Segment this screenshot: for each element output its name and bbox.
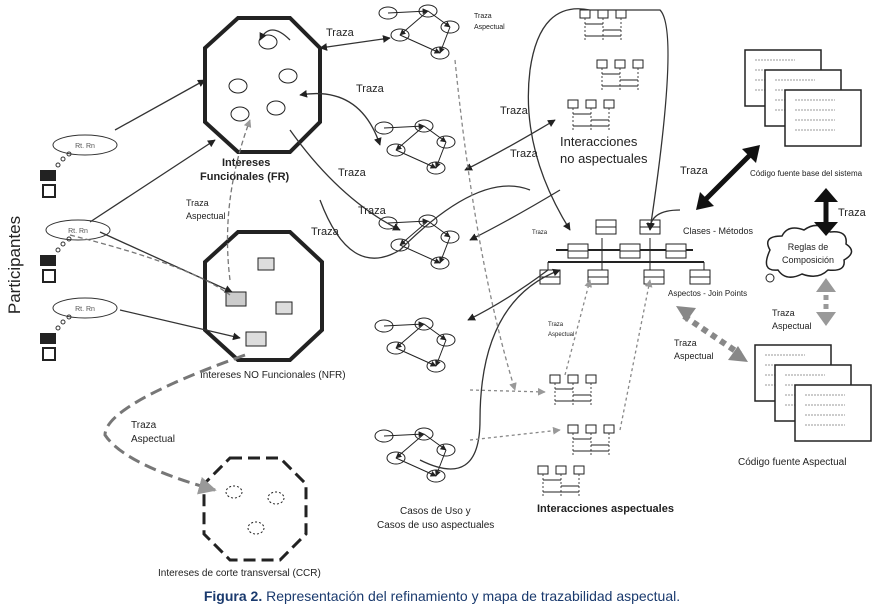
- book-icon: [40, 255, 56, 266]
- use-cases-label-1: Casos de Uso y: [400, 506, 471, 517]
- source-code-document: [744, 49, 862, 147]
- functional-use-cases: [228, 34, 298, 122]
- non-functional-interests-octagon: [203, 230, 324, 362]
- trace-label: Traza: [338, 167, 367, 179]
- use-case-cluster: [378, 214, 460, 270]
- non-aspect-interactions-label-2: no aspectuales: [560, 151, 648, 166]
- rules-label-2: Composición: [782, 255, 834, 265]
- use-case-cluster: [374, 317, 456, 373]
- book-icon: [40, 333, 56, 344]
- trace-arrows: [69, 8, 681, 495]
- thought-cloud: [52, 134, 118, 156]
- figure-caption: Figura 2. Representación del refinamient…: [0, 588, 884, 604]
- sequence-diagram: [596, 59, 644, 90]
- aspect-trace-label-1: Traza: [131, 420, 157, 431]
- nfr-label: Intereses NO Funcionales (NFR): [200, 370, 346, 381]
- aspects-label: Aspectos - Join Points: [668, 289, 747, 298]
- trace-label: Traza: [356, 83, 385, 95]
- sequence-diagram: [567, 99, 615, 130]
- sequence-diagram: [537, 465, 585, 496]
- functional-interests-octagon: [203, 16, 322, 154]
- trace-label: Traza: [838, 207, 867, 219]
- big-trace-arrows: [676, 145, 838, 362]
- trace-label: Traza: [510, 148, 539, 160]
- aspect-trace-label-2: Aspectual: [674, 351, 714, 361]
- rules-label-1: Reglas de: [788, 242, 829, 252]
- aspect-trace-label-1: Traza: [548, 322, 564, 328]
- caption-text: Representación del refinamiento y mapa d…: [262, 588, 681, 604]
- person-icon: [42, 184, 56, 198]
- composition-rules-cloud: [765, 224, 853, 278]
- participant: Rt. Rn: [40, 297, 118, 361]
- classes-label: Clases - Métodos: [683, 226, 754, 236]
- thought-cloud: [52, 297, 118, 319]
- thought-cloud: [45, 219, 111, 241]
- cloud-text: Rt. Rn: [75, 306, 95, 313]
- person-icon: [42, 347, 56, 361]
- trace-label: Traza: [311, 226, 340, 238]
- aspect-trace-label-1: Traza: [186, 198, 209, 208]
- base-code-label: Código fuente base del sistema: [750, 169, 863, 178]
- trace-label: Traza: [326, 27, 355, 39]
- ccr-label: Intereses de corte transversal (CCR): [158, 568, 321, 579]
- caption-label: Figura 2.: [203, 588, 263, 604]
- source-code-document: [754, 344, 872, 442]
- participant: Rt. Rn: [40, 134, 118, 198]
- book-icon: [40, 170, 56, 181]
- trace-label: Traza: [500, 105, 529, 117]
- fr-label-1: Intereses: [222, 157, 270, 169]
- sequence-diagram: [549, 374, 597, 405]
- cloud-text: Rt. Rn: [68, 228, 88, 235]
- aspect-trace-label-2: Aspectual: [474, 24, 505, 31]
- sequence-diagram: [579, 9, 627, 40]
- use-case-cluster: [374, 427, 456, 483]
- trace-label: Traza: [680, 165, 709, 177]
- crosscutting-interests-octagon: [202, 456, 308, 562]
- aspect-interactions-label: Interacciones aspectuales: [537, 503, 674, 515]
- sequence-diagram: [567, 424, 615, 455]
- fr-label-2: Funcionales (FR): [200, 171, 290, 183]
- aspect-trace-label-1: Traza: [674, 338, 697, 348]
- person-icon: [42, 269, 56, 283]
- use-cases-label-2: Casos de uso aspectuales: [377, 520, 494, 531]
- trace-label: Traza: [532, 230, 548, 236]
- cloud-text: Rt. Rn: [75, 143, 95, 150]
- aspect-trace-label-2: Aspectual: [772, 321, 812, 331]
- use-case-cluster: [378, 4, 460, 60]
- aspect-trace-label-1: Traza: [772, 308, 795, 318]
- participants-label: Participantes: [5, 216, 24, 314]
- participant: Rt. Rn: [40, 219, 111, 283]
- aspect-code-label: Código fuente Aspectual: [738, 457, 846, 468]
- traceability-diagram: Participantes Rt. Rn Rt. Rn Rt. Rn Interes…: [5, 4, 872, 579]
- aspect-trace-label-2: Aspectual: [131, 434, 175, 445]
- non-aspect-interactions-label-1: Interacciones: [560, 134, 638, 149]
- aspect-trace-label-2: Aspectual: [548, 332, 574, 338]
- use-case-cluster: [374, 119, 456, 175]
- trace-label: Traza: [358, 205, 387, 217]
- aspect-trace-label-2: Aspectual: [186, 211, 226, 221]
- aspect-trace-label-1: Traza: [474, 13, 492, 20]
